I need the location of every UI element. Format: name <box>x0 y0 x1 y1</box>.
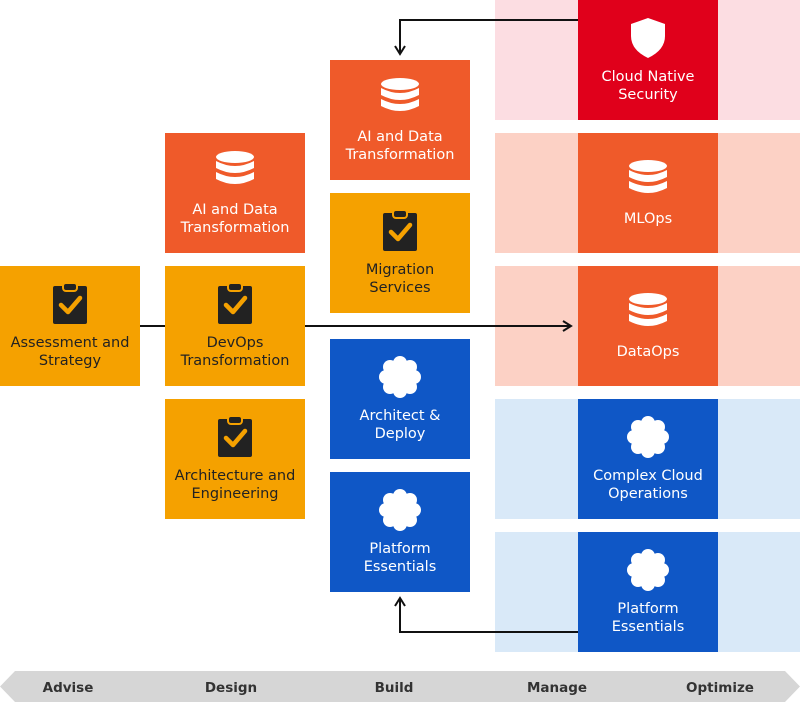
tile-migration-services[interactable]: Migration Services <box>330 193 470 313</box>
tile-architecture-and-engineering[interactable]: Architecture and Engineering <box>165 399 305 519</box>
clipboard-check-icon <box>383 209 417 251</box>
tile-label: Assessment and Strategy <box>10 335 130 369</box>
stage-label-advise: Advise <box>42 680 94 696</box>
tile-label: Platform Essentials <box>363 541 437 575</box>
tile-manage-platform-essentials[interactable]: Platform Essentials <box>578 532 718 652</box>
stage-axis-arrow <box>0 671 800 702</box>
tile-label: AI and Data Transformation <box>180 202 290 236</box>
stage-label-build: Build <box>374 680 414 696</box>
tile-label: AI and Data Transformation <box>345 129 455 163</box>
tile-design-ai-data-transformation[interactable]: AI and Data Transformation <box>165 133 305 253</box>
tile-cloud-native-security[interactable]: Cloud Native Security <box>578 0 718 120</box>
database-icon <box>216 151 254 184</box>
stage-label-manage: Manage <box>526 680 588 696</box>
tile-label: Platform Essentials <box>611 601 685 635</box>
tile-label: Complex Cloud Operations <box>593 468 703 502</box>
stage-label-optimize: Optimize <box>686 680 754 696</box>
cloud-icon <box>627 549 669 591</box>
tile-label: MLOps <box>623 211 673 227</box>
tile-build-platform-essentials[interactable]: Platform Essentials <box>330 472 470 592</box>
cloud-icon <box>379 489 421 531</box>
database-icon <box>381 78 419 111</box>
tile-complex-cloud-operations[interactable]: Complex Cloud Operations <box>578 399 718 519</box>
clipboard-check-icon <box>218 415 252 457</box>
tile-devops-transformation[interactable]: DevOps Transformation <box>165 266 305 386</box>
tile-label: DataOps <box>616 344 680 360</box>
tile-label: DevOps Transformation <box>180 335 290 369</box>
tile-build-ai-data-transformation[interactable]: AI and Data Transformation <box>330 60 470 180</box>
stage-label-design: Design <box>204 680 258 696</box>
tile-label: Cloud Native Security <box>601 69 695 103</box>
tile-label: Architecture and Engineering <box>174 468 296 502</box>
tile-architect-and-deploy[interactable]: Architect & Deploy <box>330 339 470 459</box>
database-icon <box>629 160 667 193</box>
cloud-icon <box>379 356 421 398</box>
tile-mlops[interactable]: MLOps <box>578 133 718 253</box>
shield-icon <box>631 18 665 58</box>
tile-label: Architect & Deploy <box>359 408 441 442</box>
database-icon <box>629 293 667 326</box>
tile-assessment-and-strategy[interactable]: Assessment and Strategy <box>0 266 140 386</box>
tile-dataops[interactable]: DataOps <box>578 266 718 386</box>
clipboard-check-icon <box>218 282 252 324</box>
tile-label: Migration Services <box>365 262 435 296</box>
clipboard-check-icon <box>53 282 87 324</box>
cloud-icon <box>627 416 669 458</box>
